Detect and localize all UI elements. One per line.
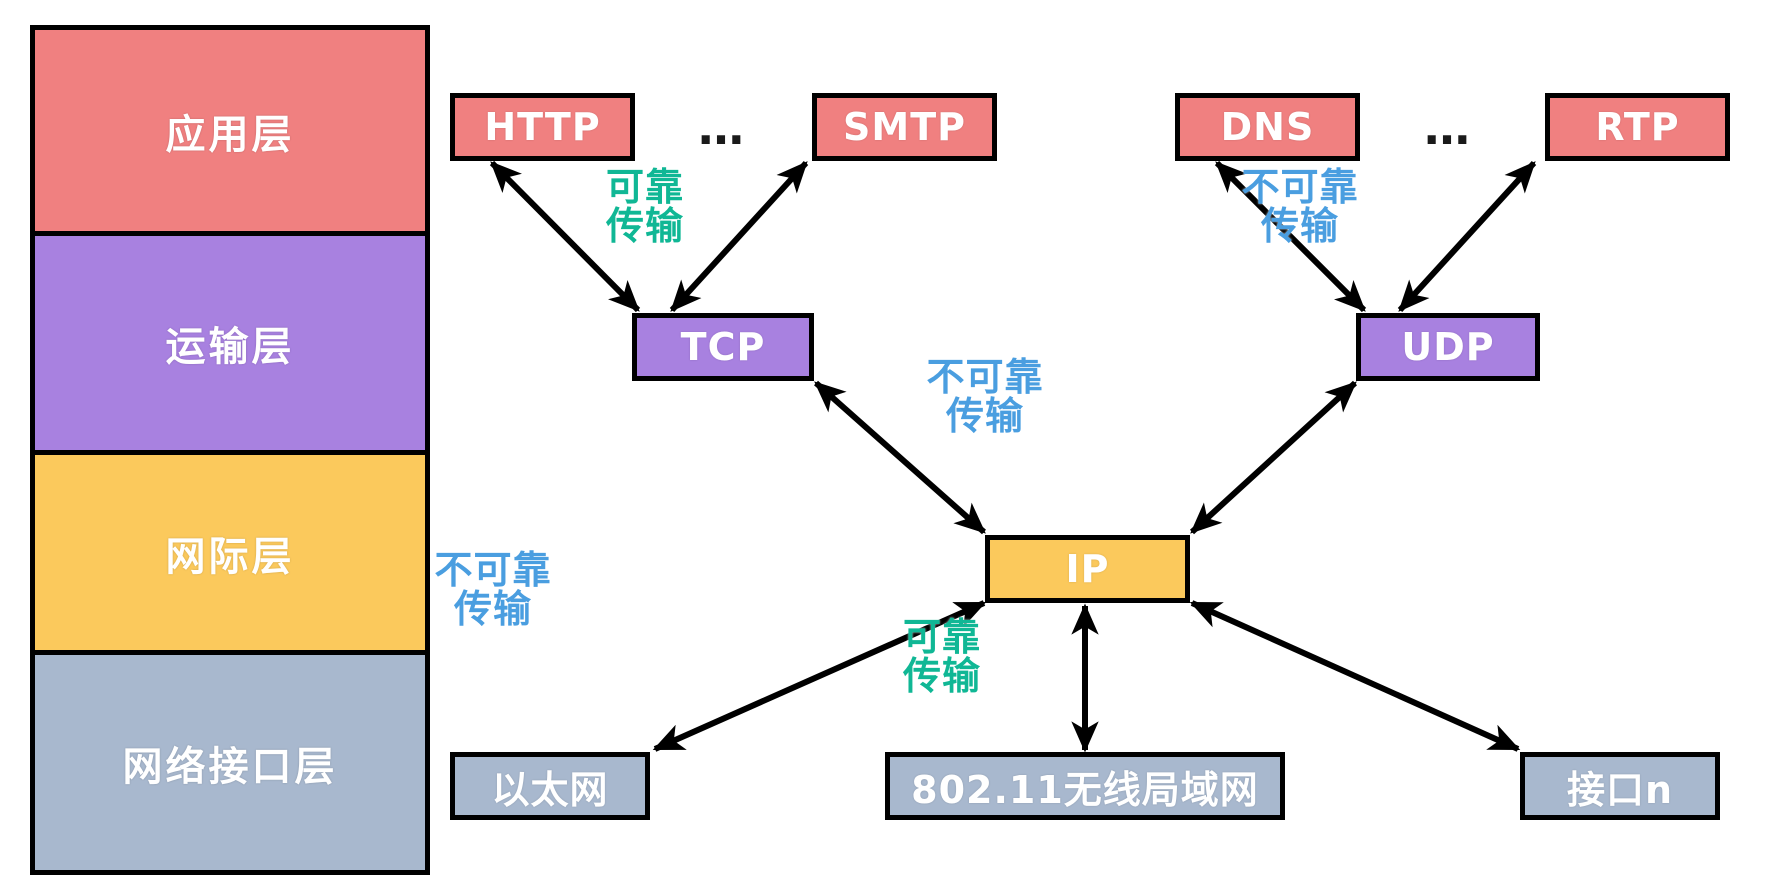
annotation-tcp-reliable: 可靠 传输 <box>565 168 725 246</box>
node-http-label: HTTP <box>484 105 601 149</box>
annotation-tcp-reliable-line2: 传输 <box>605 203 684 248</box>
layer-transport-label: 运输层 <box>165 324 295 370</box>
node-rtp[interactable]: RTP <box>1545 93 1730 161</box>
annotation-ethernet-unreliable-line1: 不可靠 <box>434 548 552 592</box>
annotation-wlan-reliable: 可靠 传输 <box>862 618 1022 696</box>
node-wlan[interactable]: 802.11无线局域网 <box>885 752 1285 820</box>
arrow-udp-ip <box>1189 380 1358 535</box>
annotation-udp-unreliable-line1: 不可靠 <box>1241 165 1359 209</box>
node-udp[interactable]: UDP <box>1356 313 1540 381</box>
annotation-udp-unreliable-line2: 传输 <box>1260 203 1339 248</box>
layer-internet-label: 网际层 <box>165 533 295 580</box>
node-smtp-label: SMTP <box>843 105 966 149</box>
node-tcp[interactable]: TCP <box>632 313 814 381</box>
layer-transport[interactable]: 运输层 <box>35 236 425 455</box>
node-ethernet-label: 以太网 <box>491 767 609 812</box>
layer-network-interface[interactable]: 网络接口层 <box>35 655 425 870</box>
layer-application-label: 应用层 <box>165 111 295 158</box>
node-interface-n-label: 接口n <box>1566 767 1674 812</box>
annotation-ip-unreliable: 不可靠 传输 <box>900 358 1070 436</box>
annotation-ethernet-unreliable-line2: 传输 <box>453 586 532 631</box>
ellipsis-right: … <box>1424 101 1479 155</box>
protocol-layer-stack: 应用层 运输层 网际层 网络接口层 <box>30 25 430 875</box>
layer-internet[interactable]: 网际层 <box>35 455 425 655</box>
annotation-wlan-reliable-line1: 可靠 <box>902 615 981 659</box>
node-smtp[interactable]: SMTP <box>812 93 997 161</box>
node-udp-label: UDP <box>1401 325 1495 369</box>
node-interface-n[interactable]: 接口n <box>1520 752 1720 820</box>
layer-network-interface-label: 网络接口层 <box>122 743 338 790</box>
annotation-wlan-reliable-line2: 传输 <box>902 653 981 698</box>
annotation-ip-unreliable-line1: 不可靠 <box>926 355 1044 399</box>
ellipsis-left: … <box>698 101 753 155</box>
annotation-ip-unreliable-line2: 传输 <box>945 393 1024 438</box>
layer-application[interactable]: 应用层 <box>35 30 425 236</box>
node-rtp-label: RTP <box>1595 105 1680 149</box>
node-dns[interactable]: DNS <box>1175 93 1360 161</box>
annotation-tcp-reliable-line1: 可靠 <box>605 165 684 209</box>
arrow-rtp-udp <box>1397 160 1537 313</box>
annotation-udp-unreliable: 不可靠 传输 <box>1215 168 1385 246</box>
node-ip[interactable]: IP <box>985 535 1190 603</box>
node-tcp-label: TCP <box>680 325 766 369</box>
annotation-ethernet-unreliable: 不可靠 传输 <box>408 551 578 629</box>
node-dns-label: DNS <box>1220 105 1315 149</box>
arrow-ip-ifacen <box>1189 600 1521 752</box>
node-http[interactable]: HTTP <box>450 93 635 161</box>
node-wlan-label: 802.11无线局域网 <box>911 767 1259 812</box>
node-ethernet[interactable]: 以太网 <box>450 752 650 820</box>
node-ip-label: IP <box>1065 547 1110 591</box>
